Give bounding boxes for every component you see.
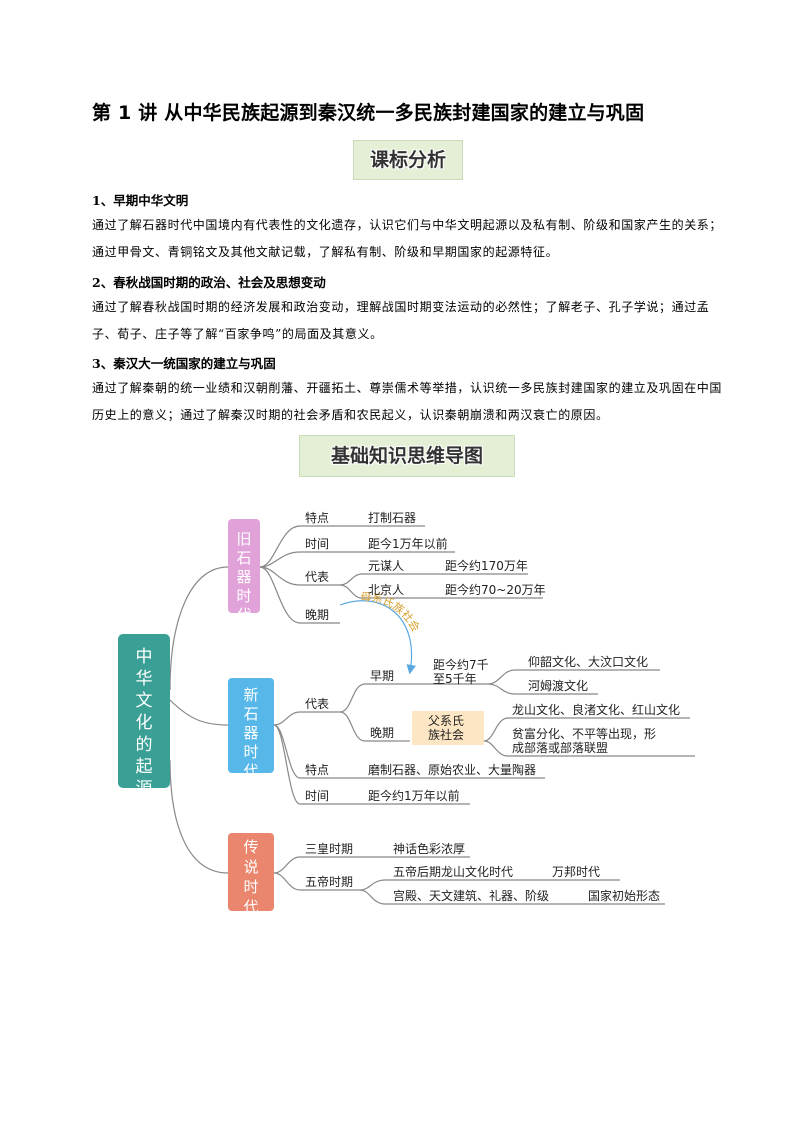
paleo-late-key: 晚期 (305, 608, 329, 622)
neo-late-box-label: 父系氏族社会 (428, 714, 464, 742)
paleo-rep1-name: 元谋人 (368, 559, 404, 573)
paleolithic-node (228, 519, 260, 613)
neo-early-key: 早期 (370, 669, 394, 683)
banner-mindmap: 基础知识思维导图 (299, 435, 515, 477)
paleo-rep-key: 代表 (305, 570, 329, 584)
paleo-time-key: 时间 (305, 537, 329, 551)
paleo-time-value: 距今1万年以前 (368, 536, 448, 551)
neolithic-node (228, 678, 274, 773)
legend-sanhuang-value: 神话色彩浓厚 (393, 842, 465, 856)
legend-wudi-value-1b: 万邦时代 (552, 865, 600, 879)
root-node (118, 634, 170, 788)
paleo-rep1-time: 距今约170万年 (445, 558, 528, 573)
paleo-feature-key: 特点 (305, 510, 329, 525)
section-text-2: 通过了解春秋战国时期的经济发展和政治变动，理解战国时期变法运动的必然性；了解老子… (92, 300, 710, 341)
legend-wudi-key: 五帝时期 (305, 874, 353, 889)
neo-late-culture-1: 龙山文化、良渚文化、红山文化 (512, 702, 680, 717)
section-text-1: 通过了解石器时代中国境内有代表性的文化遗存，认识它们与中华文明起源以及私有制、阶… (92, 218, 723, 259)
patrilineal-box (412, 711, 484, 745)
section-text-3: 通过了解秦朝的统一业绩和汉朝削藩、开疆拓土、尊崇儒术等举措，认识统一多民族封建国… (92, 381, 723, 422)
mindmap-connectors (169, 525, 695, 905)
neo-early-culture-1: 仰韶文化、大汶口文化 (528, 654, 648, 669)
neolithic-label: 新石器时代 (243, 686, 258, 780)
page-title: 第 1 讲 从中华民族起源到秦汉统一多民族封建国家的建立与巩固 (92, 102, 645, 124)
paleo-rep2-name: 北京人 (368, 583, 404, 597)
legend-node (228, 833, 274, 911)
neo-time-value: 距今约1万年以前 (368, 788, 460, 803)
paleo-rep2-time: 距今约70~20万年 (445, 582, 546, 597)
banner-standards: 课标分析 (353, 140, 463, 180)
neo-late-culture-2: 贫富分化、不平等出现，形成部落或部落联盟 (512, 726, 656, 755)
paleolithic-label: 旧石器时代 (236, 530, 251, 624)
neo-late-key: 晚期 (370, 726, 394, 740)
neo-feature-key: 特点 (305, 762, 329, 777)
legend-wudi-value-2: 宫殿、天文建筑、礼器、阶级 (393, 888, 549, 903)
section-heading-3: 3、秦汉大一统国家的建立与巩固 (92, 356, 276, 371)
root-label: 中华文化的起源 (136, 647, 153, 799)
section-heading-1: 1、早期中华文明 (92, 193, 189, 208)
neo-early-culture-2: 河姆渡文化 (528, 678, 588, 693)
legend-sanhuang-key: 三皇时期 (305, 842, 353, 856)
neo-feature-value: 磨制石器、原始农业、大量陶器 (368, 762, 536, 777)
legend-wudi-value-2b: 国家初始形态 (588, 888, 660, 903)
legend-wudi-value-1: 五帝后期龙山文化时代 (393, 864, 513, 879)
paleo-feature-value: 打制石器 (368, 511, 416, 525)
neo-rep-key: 代表 (305, 697, 329, 711)
neo-early-time: 距今约7千至5千年 (433, 657, 489, 686)
legend-label: 传说时代 (243, 838, 258, 916)
arc-arrow (339, 600, 416, 675)
neo-time-key: 时间 (305, 789, 329, 803)
section-heading-2: 2、春秋战国时期的政治、社会及思想变动 (92, 275, 326, 290)
